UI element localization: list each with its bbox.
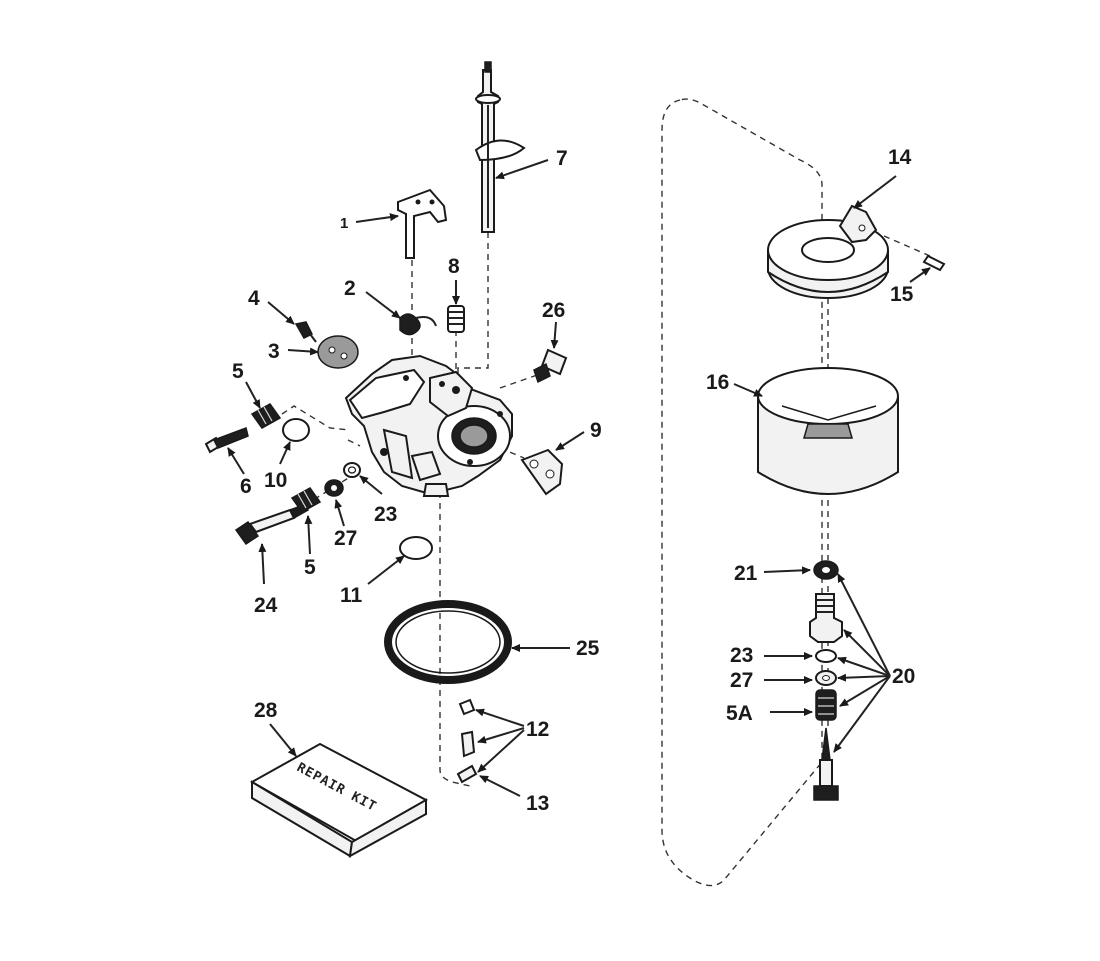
leader-11 [367, 555, 405, 585]
callout-7: 7 [556, 147, 568, 170]
leader-13 [479, 775, 521, 797]
callout-5-lower: 5 [304, 556, 316, 579]
callout-20: 20 [892, 665, 915, 688]
leader-1 [355, 213, 399, 223]
washer-27-right-part [815, 670, 837, 686]
leader-21 [763, 566, 811, 575]
leader-20e [839, 675, 891, 707]
leader-14 [853, 175, 897, 209]
air-cleaner-boundary-dashed [661, 98, 823, 887]
callout-2: 2 [344, 277, 356, 300]
callout-4: 4 [248, 287, 260, 310]
small-screw-part [294, 321, 317, 343]
leader-lines [227, 159, 931, 797]
bowl-gasket-ring-part [384, 600, 512, 684]
callout-11: 11 [340, 584, 363, 607]
carburetor-body-part [344, 354, 513, 497]
assembly-line-pin-dashed [883, 235, 931, 257]
callout-8: 8 [448, 255, 460, 278]
leader-20a [837, 573, 891, 677]
leader-26 [550, 321, 559, 349]
float-bowl-part [757, 367, 899, 495]
callout-6: 6 [240, 475, 252, 498]
callout-1: 1 [340, 215, 348, 232]
leader-23a [359, 475, 383, 495]
callout-3: 3 [268, 340, 280, 363]
leader-4 [267, 301, 295, 325]
leader-27a [334, 499, 345, 527]
leader-20c [837, 656, 891, 677]
callout-9: 9 [590, 419, 602, 442]
throttle-shaft-part [474, 61, 526, 233]
idle-spring-part [447, 305, 465, 333]
mixture-screw-part [234, 503, 309, 546]
leader-12a [475, 708, 525, 727]
o-ring-23-part [343, 462, 361, 478]
callout-27-right: 27 [730, 669, 753, 692]
leader-5a [245, 381, 261, 409]
callout-15: 15 [890, 283, 914, 306]
leader-20b [843, 629, 891, 677]
leader-20d [837, 673, 891, 682]
clip-13-part [456, 764, 478, 784]
callout-23-right: 23 [730, 644, 753, 667]
callout-23-left: 23 [374, 503, 397, 526]
leader-28 [269, 723, 297, 757]
bowl-needle-screw-part [813, 727, 839, 801]
fuel-fitting-part [533, 348, 568, 384]
gasket-plate-part [520, 448, 564, 496]
leader-20f [833, 675, 891, 753]
washer-21-part [813, 560, 839, 580]
leader-12c [477, 729, 525, 773]
callout-5A: 5A [726, 702, 753, 725]
leader-12b [477, 727, 525, 744]
washer-27-part [324, 479, 344, 497]
bowl-nut-part [809, 593, 843, 643]
adjusting-screw-part [204, 427, 249, 454]
callout-10: 10 [264, 469, 287, 492]
callout-24: 24 [254, 594, 278, 617]
callout-28: 28 [254, 699, 278, 722]
leader-24 [258, 543, 267, 585]
repair-kit-box-part: REPAIR KIT [249, 742, 429, 858]
assembly-line-screw-dashed [281, 405, 361, 447]
o-ring-23-right-part [815, 649, 837, 663]
needle-seat-part [458, 698, 476, 758]
pin-15-part [922, 254, 946, 272]
throttle-spring-part [399, 313, 437, 336]
leader-7 [495, 159, 549, 180]
leader-15 [909, 267, 931, 283]
welch-plug-disc-part [282, 418, 310, 442]
leader-2 [365, 291, 401, 319]
callout-14: 14 [888, 146, 912, 169]
callout-5-upper: 5 [232, 360, 244, 383]
callout-27-left: 27 [334, 527, 357, 550]
spring-upper-part [250, 403, 282, 429]
leader-5b [304, 515, 313, 555]
callout-labels: 1 2 3 4 5 6 7 8 9 10 11 12 13 14 15 16 2… [232, 146, 915, 815]
callout-16: 16 [706, 371, 729, 394]
callout-13: 13 [526, 792, 549, 815]
assembly-line-main-dashed [439, 492, 471, 787]
callout-26: 26 [542, 299, 565, 322]
leader-16 [733, 383, 763, 397]
assembly-line-fitting-dashed [499, 373, 541, 389]
leader-6 [227, 447, 245, 475]
disc-11-part [399, 536, 433, 560]
callout-21: 21 [734, 562, 758, 585]
leader-3 [287, 347, 319, 356]
leader-9 [555, 431, 585, 451]
spring-5a-part [815, 689, 837, 721]
callout-12: 12 [526, 718, 549, 741]
air-cleaner-cover-part [767, 204, 889, 299]
choke-plate-part [317, 335, 359, 369]
leader-10 [279, 441, 291, 465]
throttle-bracket-part [397, 188, 448, 259]
spring-lower-part [290, 487, 322, 513]
callout-25: 25 [576, 637, 600, 660]
